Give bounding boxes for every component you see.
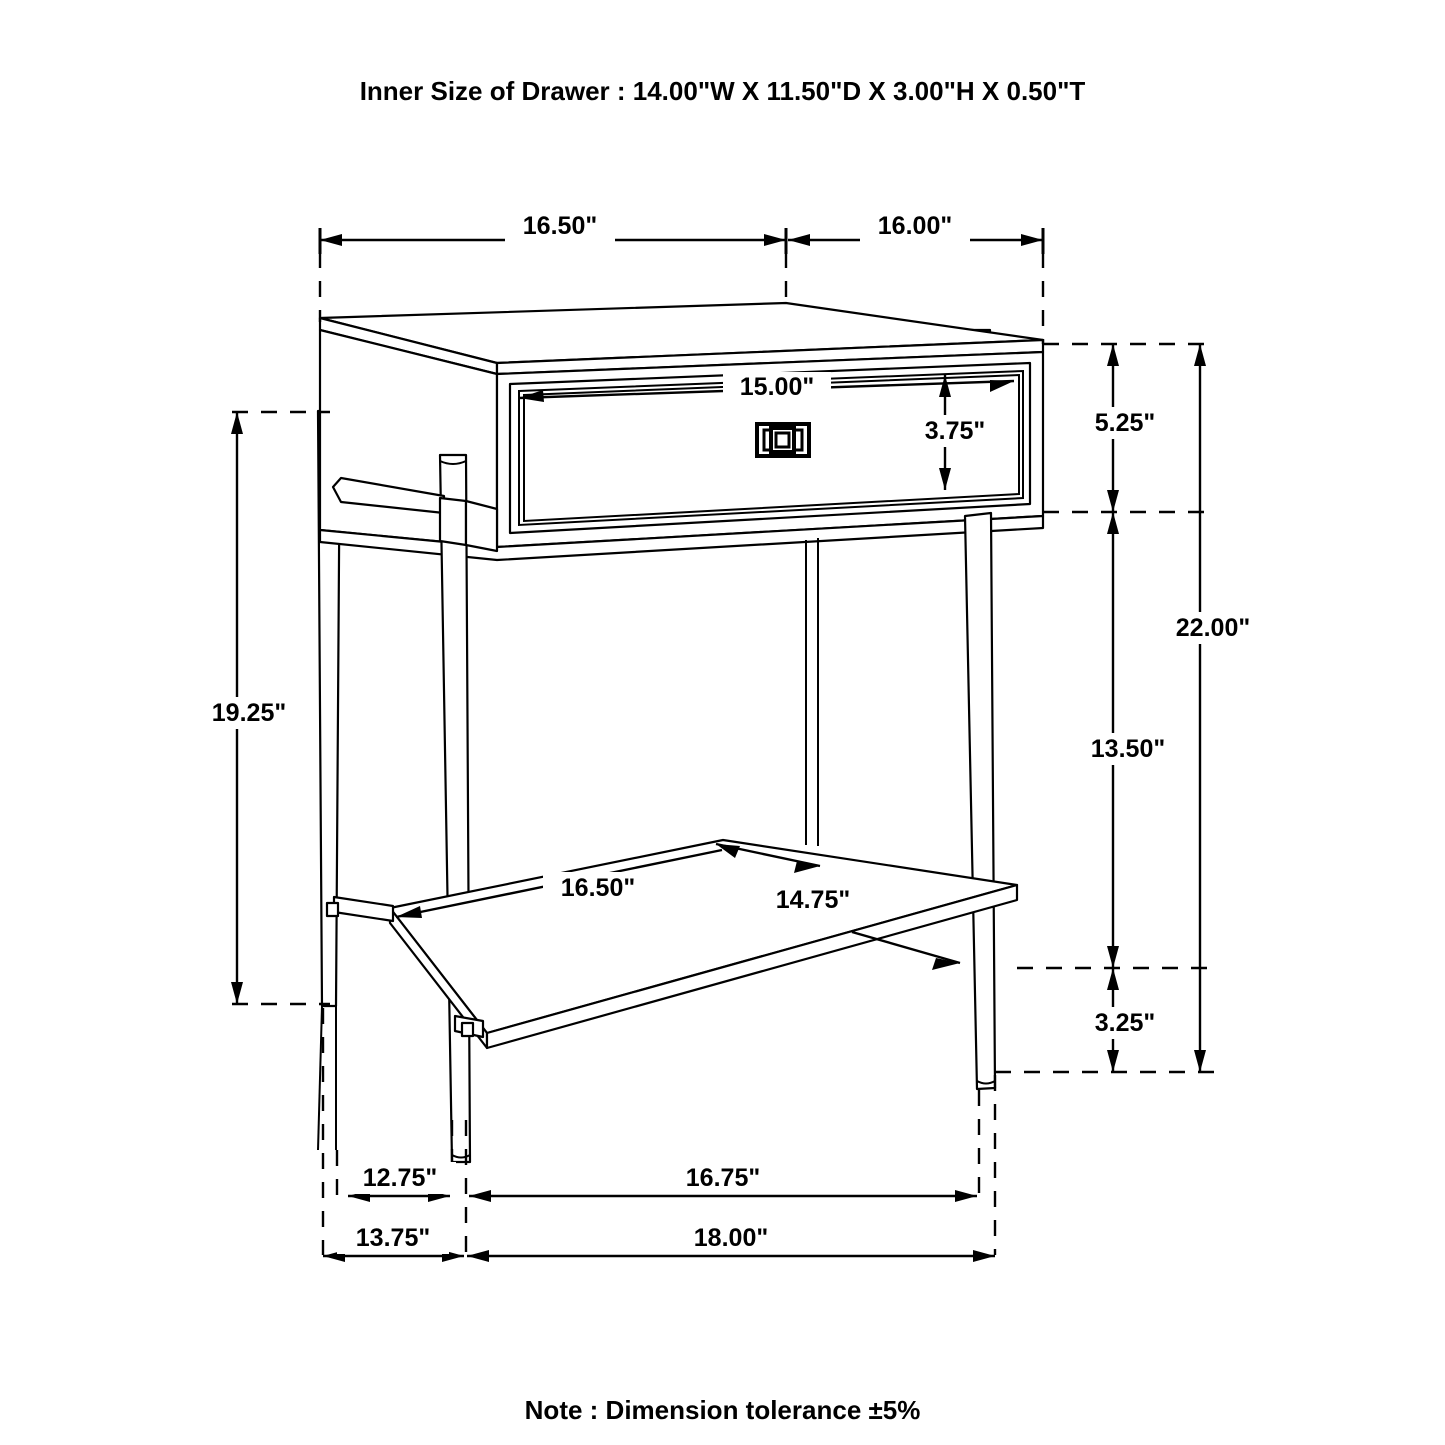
dim-top-depth-side: 16.00" <box>788 212 1045 254</box>
dim-drawer-height: 3.75" <box>905 375 1005 490</box>
dim-open-section-height: 13.50" <box>1075 512 1185 968</box>
dim-shelf-depth: 14.75" <box>715 842 961 970</box>
dim-overall-height: 22.00" <box>1160 344 1272 1072</box>
shelf-left-rail <box>325 895 485 1039</box>
dim-drawer-width: 15.00" <box>518 372 1015 404</box>
page-title: Inner Size of Drawer : 14.00"W X 11.50"D… <box>359 76 1086 106</box>
dim-label-drawer-width: 15.00" <box>740 373 814 401</box>
dim-label-base-left-offset: 12.75" <box>363 1164 437 1192</box>
dim-drawer-section-height: 5.25" <box>1075 344 1175 512</box>
dim-top-width-front: 16.50" <box>318 212 788 254</box>
dim-base-left-offset: 12.75" <box>344 1162 456 1202</box>
dim-base-front-width: 16.75" <box>469 1162 977 1202</box>
dim-label-drawer-height: 3.75" <box>925 417 986 445</box>
lower-shelf <box>388 838 1019 1050</box>
dim-label-leg-height-side: 19.25" <box>212 699 286 727</box>
dim-base-left-offset-outer: 13.75" <box>323 1222 464 1262</box>
dim-label-drawer-section-height: 5.25" <box>1095 409 1156 437</box>
front-left-leg <box>438 453 472 1164</box>
rear-left-leg-lower <box>317 1005 337 1151</box>
ext-lines-right <box>995 342 1215 1074</box>
dim-label-below-shelf-height: 3.25" <box>1095 1009 1156 1037</box>
dim-label-base-left-offset-outer: 13.75" <box>356 1224 430 1252</box>
rear-leg-visible-edge <box>805 538 819 846</box>
dim-label-base-front-width: 16.75" <box>686 1164 760 1192</box>
ext-lines-top <box>318 252 1045 344</box>
dim-below-shelf-height: 3.25" <box>1075 968 1175 1072</box>
dim-shelf-width: 16.50" <box>395 848 723 919</box>
dim-label-open-section-height: 13.50" <box>1091 735 1165 763</box>
cabinet-top <box>318 301 1045 376</box>
dim-label-overall-height: 22.00" <box>1176 614 1250 642</box>
dim-base-overall-width: 18.00" <box>467 1222 995 1262</box>
dim-label-top-width-front: 16.50" <box>523 212 597 240</box>
left-side-stretcher <box>331 476 499 553</box>
ext-lines-bottom <box>321 1008 997 1255</box>
dim-label-top-depth-side: 16.00" <box>878 212 952 240</box>
drawer-handle[interactable] <box>755 422 811 458</box>
front-right-leg <box>963 511 997 1091</box>
dim-label-shelf-width: 16.50" <box>561 874 635 902</box>
tolerance-note: Note : Dimension tolerance ±5% <box>524 1395 921 1425</box>
dim-leg-height-side: 19.25" <box>196 412 308 1004</box>
dim-label-base-overall-width: 18.00" <box>694 1224 768 1252</box>
dim-label-shelf-depth: 14.75" <box>776 886 850 914</box>
